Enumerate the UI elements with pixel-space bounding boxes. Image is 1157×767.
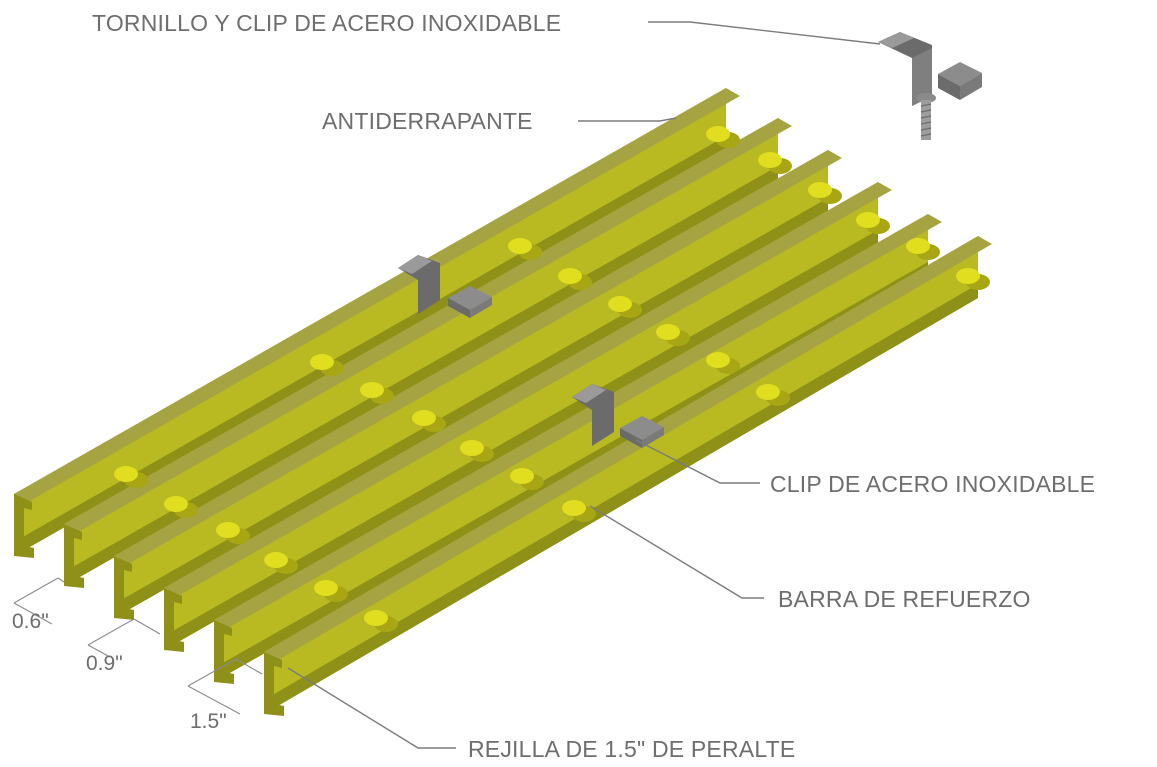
label-stainless-clip: CLIP DE ACERO INOXIDABLE	[770, 471, 1095, 497]
grating-bar	[64, 118, 792, 588]
bar-flange	[64, 166, 778, 586]
reinforcing-rod	[808, 182, 842, 204]
reinforcing-rod	[412, 410, 446, 432]
bar-end-profile	[114, 556, 134, 620]
bolt-clip-detail	[878, 32, 982, 140]
reinforcing-rod	[706, 126, 740, 148]
clip-upper	[398, 255, 492, 318]
grating-bar	[264, 236, 992, 716]
reinforcing-rod	[508, 238, 542, 260]
rod-end	[310, 354, 334, 370]
reinforcing-rod	[114, 466, 148, 488]
rod-end	[756, 384, 780, 400]
reinforcing-rod	[656, 324, 690, 346]
reinforcing-rod	[756, 384, 790, 406]
rod-end	[412, 410, 436, 426]
reinforcing-rod	[360, 382, 394, 404]
bar-top-face	[164, 182, 892, 596]
bar-flange	[214, 262, 928, 682]
bar-top-face	[264, 236, 992, 660]
reinforcing-rod	[906, 238, 940, 260]
reinforcing-rod	[758, 152, 792, 174]
dimension-depth: 1.5"	[190, 710, 227, 733]
bar-flange	[264, 284, 978, 714]
rod-end	[216, 522, 240, 538]
label-grating-depth: REJILLA DE 1.5" DE PERALTE	[468, 736, 795, 762]
grating-bar	[114, 150, 842, 620]
bar-flange	[14, 136, 726, 556]
rod-end	[164, 496, 188, 512]
dimension-marks	[13, 577, 263, 715]
reinforcing-rod	[608, 296, 642, 318]
rod-end	[510, 468, 534, 484]
rod-end	[608, 296, 632, 312]
rod-end	[558, 268, 582, 284]
rod-end	[956, 268, 980, 284]
bar-end-profile	[164, 588, 184, 652]
rod-end	[758, 152, 782, 168]
rod-end	[808, 182, 832, 198]
reinforcing-rod	[364, 610, 398, 632]
bar-end-profile	[14, 494, 34, 558]
bar-end-profile	[64, 524, 84, 588]
rod-end	[508, 238, 532, 254]
grating-bar	[14, 88, 740, 558]
rod-end	[314, 580, 338, 596]
bar-flange	[114, 198, 828, 618]
reinforcing-rod	[510, 468, 544, 490]
rod-end	[364, 610, 388, 626]
rod-end	[562, 500, 586, 516]
bar-top-face	[214, 214, 942, 628]
dimension-gap: 0.6"	[12, 610, 49, 633]
rod-end	[706, 352, 730, 368]
reinforcing-rod	[310, 354, 344, 376]
label-reinforcing-bar: BARRA DE REFUERZO	[778, 586, 1031, 612]
reinforcing-rod	[164, 496, 198, 518]
rod-end	[656, 324, 680, 340]
reinforcing-rod	[956, 268, 990, 290]
rod-end	[856, 212, 880, 228]
dimension-pitch: 0.9"	[86, 652, 123, 675]
rod-end	[460, 440, 484, 456]
bar-top-face	[114, 150, 842, 564]
leader-lines	[287, 21, 881, 749]
reinforcing-bars	[114, 126, 990, 632]
reinforcing-rod	[558, 268, 592, 290]
reinforcing-rod	[460, 440, 494, 462]
rod-end	[264, 552, 288, 568]
grating-bar	[164, 182, 892, 652]
bar-flange	[164, 230, 878, 650]
reinforcing-rod	[706, 352, 740, 374]
rod-end	[906, 238, 930, 254]
reinforcing-rod	[264, 552, 298, 574]
label-antiskid: ANTIDERRAPANTE	[322, 108, 533, 134]
bar-end-profile	[264, 652, 284, 716]
rod-end	[360, 382, 384, 398]
reinforcing-rod	[216, 522, 250, 544]
grating-bars	[14, 88, 992, 716]
label-bolt-and-clip: TORNILLO Y CLIP DE ACERO INOXIDABLE	[92, 10, 561, 36]
bar-top-face	[14, 88, 740, 502]
rod-end	[114, 466, 138, 482]
grating-bar	[214, 214, 942, 684]
reinforcing-rod	[314, 580, 348, 602]
bar-top-face	[64, 118, 792, 532]
clip-lower	[572, 384, 664, 448]
reinforcing-rod	[562, 500, 596, 522]
rod-end	[706, 126, 730, 142]
reinforcing-rod	[856, 212, 890, 234]
